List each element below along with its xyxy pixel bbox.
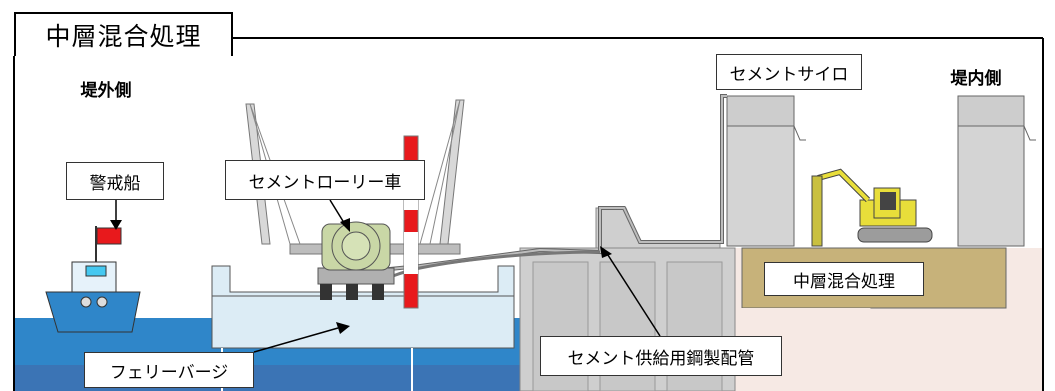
- arrow-ferry-barge-head: [336, 322, 350, 334]
- mixing-label: 中層混合処理: [764, 262, 924, 296]
- arrow-cement-truck-head: [340, 218, 350, 232]
- excavator-track: [857, 227, 933, 243]
- guard-boat-hull: [45, 291, 141, 333]
- guard-boat-window: [85, 265, 107, 277]
- ferry-barge-deck: [211, 265, 515, 297]
- steel-pipe-label: セメント供給用鋼製配管: [540, 336, 782, 376]
- crane-tower-right: [439, 99, 465, 245]
- ground-slope: [730, 308, 1042, 391]
- excavator-boom-fill: [817, 169, 870, 202]
- truck-wheel-2: [346, 284, 358, 300]
- cement-truck-label: セメントローリー車: [225, 160, 425, 200]
- page-title: 中層混合処理: [14, 12, 233, 56]
- silo-side-hook-left: [793, 125, 806, 141]
- guard-boat-porthole-2: [96, 296, 108, 308]
- cement-silo-left-top: [726, 95, 795, 127]
- outside-side-label: 堤外側: [68, 74, 144, 102]
- ferry-barge-label: フェリーバージ: [84, 352, 254, 388]
- excavator-mixing-rod: [811, 175, 823, 247]
- arrow-steel-pipe-head: [600, 246, 612, 258]
- truck-wheel-1: [320, 284, 332, 300]
- silo-side-hook-right: [1023, 125, 1036, 141]
- arrow-ferry-barge: [253, 327, 339, 353]
- guard-boat-flag: [96, 227, 122, 245]
- truck-tank-hatch: [341, 231, 371, 261]
- inside-side-label: 堤内側: [938, 62, 1014, 90]
- cement-silo-label: セメントサイロ: [716, 54, 862, 90]
- crane-cables-right: [419, 99, 461, 245]
- red-tower-band-2: [404, 232, 418, 274]
- guard-boat-porthole-1: [80, 296, 92, 308]
- cement-silo-right-top: [957, 95, 1025, 127]
- truck-wheel-3: [372, 284, 384, 300]
- guard-boat-label: 警戒船: [66, 162, 164, 200]
- diagram-frame: [13, 37, 1044, 391]
- arrow-steel-pipe: [605, 251, 661, 337]
- excavator-cab-window: [880, 192, 896, 210]
- arrow-guard-boat-head: [110, 220, 122, 230]
- ferry-barge-hull: [211, 295, 515, 349]
